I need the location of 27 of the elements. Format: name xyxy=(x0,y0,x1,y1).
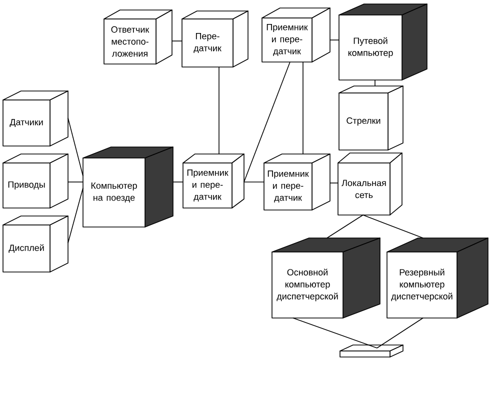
cube-node: Пере- датчик xyxy=(182,10,248,68)
connector-line xyxy=(330,182,338,184)
cube-node: Компьютер на поезде xyxy=(82,146,174,228)
cube-node: Локальная сеть xyxy=(338,152,402,216)
cube-node: Ответчик местопо- ложения xyxy=(104,10,172,64)
cube-node: Приемник и пере- датчик xyxy=(264,154,330,210)
connector-line xyxy=(374,80,376,86)
cube-node: Приемник и пере- датчик xyxy=(262,8,330,62)
connector-line xyxy=(244,62,290,182)
cube-node: Датчики xyxy=(2,90,68,146)
connector-line xyxy=(292,318,378,348)
cube-node: Основной компьютер диспетчерской xyxy=(272,238,380,318)
connector-line xyxy=(302,62,304,154)
connector-line xyxy=(218,66,220,154)
connector-line xyxy=(376,318,424,348)
connector-line xyxy=(362,214,424,238)
cube-node: Приемник и пере- датчик xyxy=(182,154,244,208)
connector-line xyxy=(172,40,182,42)
connector-line xyxy=(68,188,84,244)
cube-node: Резервный компьютер диспетчерской xyxy=(386,238,488,318)
cube-node: Путевой компьютер xyxy=(338,4,428,80)
connector-line xyxy=(68,118,84,176)
connector-line xyxy=(326,214,364,238)
cube-node: Стрелки xyxy=(338,86,404,150)
cube-node: Приводы xyxy=(2,154,68,208)
cube-node: Дисплей xyxy=(2,216,68,272)
cube-node xyxy=(340,344,404,358)
